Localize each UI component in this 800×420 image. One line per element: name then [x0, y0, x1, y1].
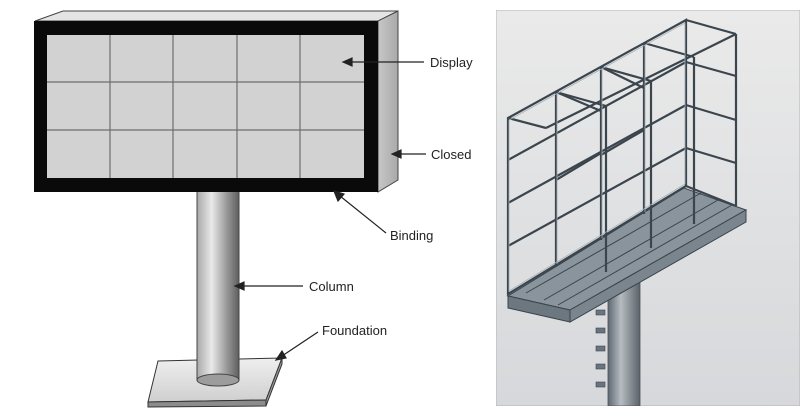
steel-frame-render-svg: [495, 9, 800, 407]
billboard-schematic-svg: Display Closed Binding Column Foundation: [34, 10, 473, 408]
display-panel: [47, 35, 364, 178]
steel-highlights: [508, 22, 686, 292]
steel-platform: [506, 187, 748, 323]
label-foundation: Foundation: [322, 323, 387, 338]
label-binding: Binding: [390, 228, 433, 243]
label-closed: Closed: [431, 147, 471, 162]
column: [196, 189, 240, 387]
label-column: Column: [309, 279, 354, 294]
label-display: Display: [430, 55, 473, 70]
steel-frame-render: [495, 9, 800, 407]
steel-truss-frame: [506, 18, 738, 296]
leader-lines: [233, 57, 426, 361]
billboard-schematic: Display Closed Binding Column Foundation: [34, 10, 473, 408]
